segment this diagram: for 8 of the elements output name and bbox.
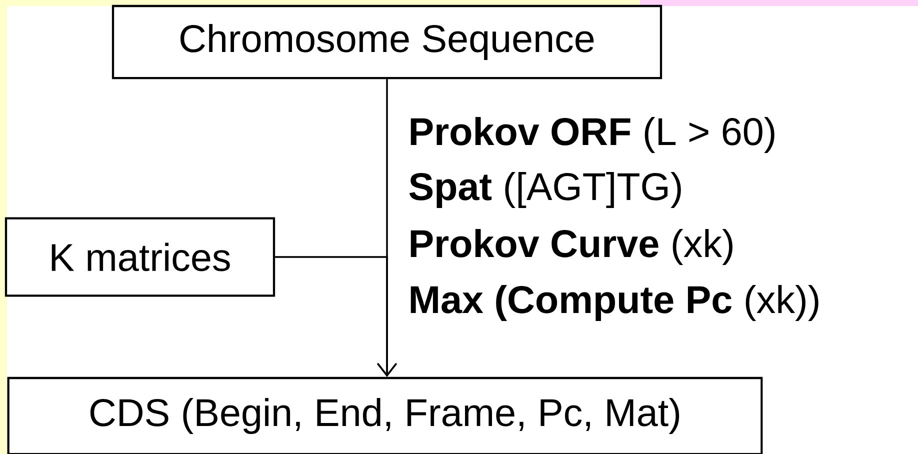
arrow bbox=[275, 256, 398, 377]
annotation-text: Spat ([AGT]TG) bbox=[409, 172, 681, 208]
process-box: Chromosome Sequence bbox=[112, 4, 662, 80]
process-box: K matrices bbox=[4, 217, 276, 297]
annotation-text: Max (Compute Pc (xk)) bbox=[410, 284, 818, 322]
annotation-text: Prokov ORF (L > 60) bbox=[410, 117, 774, 154]
annotation-text: Prokov Curve (xk) bbox=[410, 229, 732, 266]
process-box: CDS (Begin, End, Frame, Pc, Mat) bbox=[7, 376, 763, 454]
